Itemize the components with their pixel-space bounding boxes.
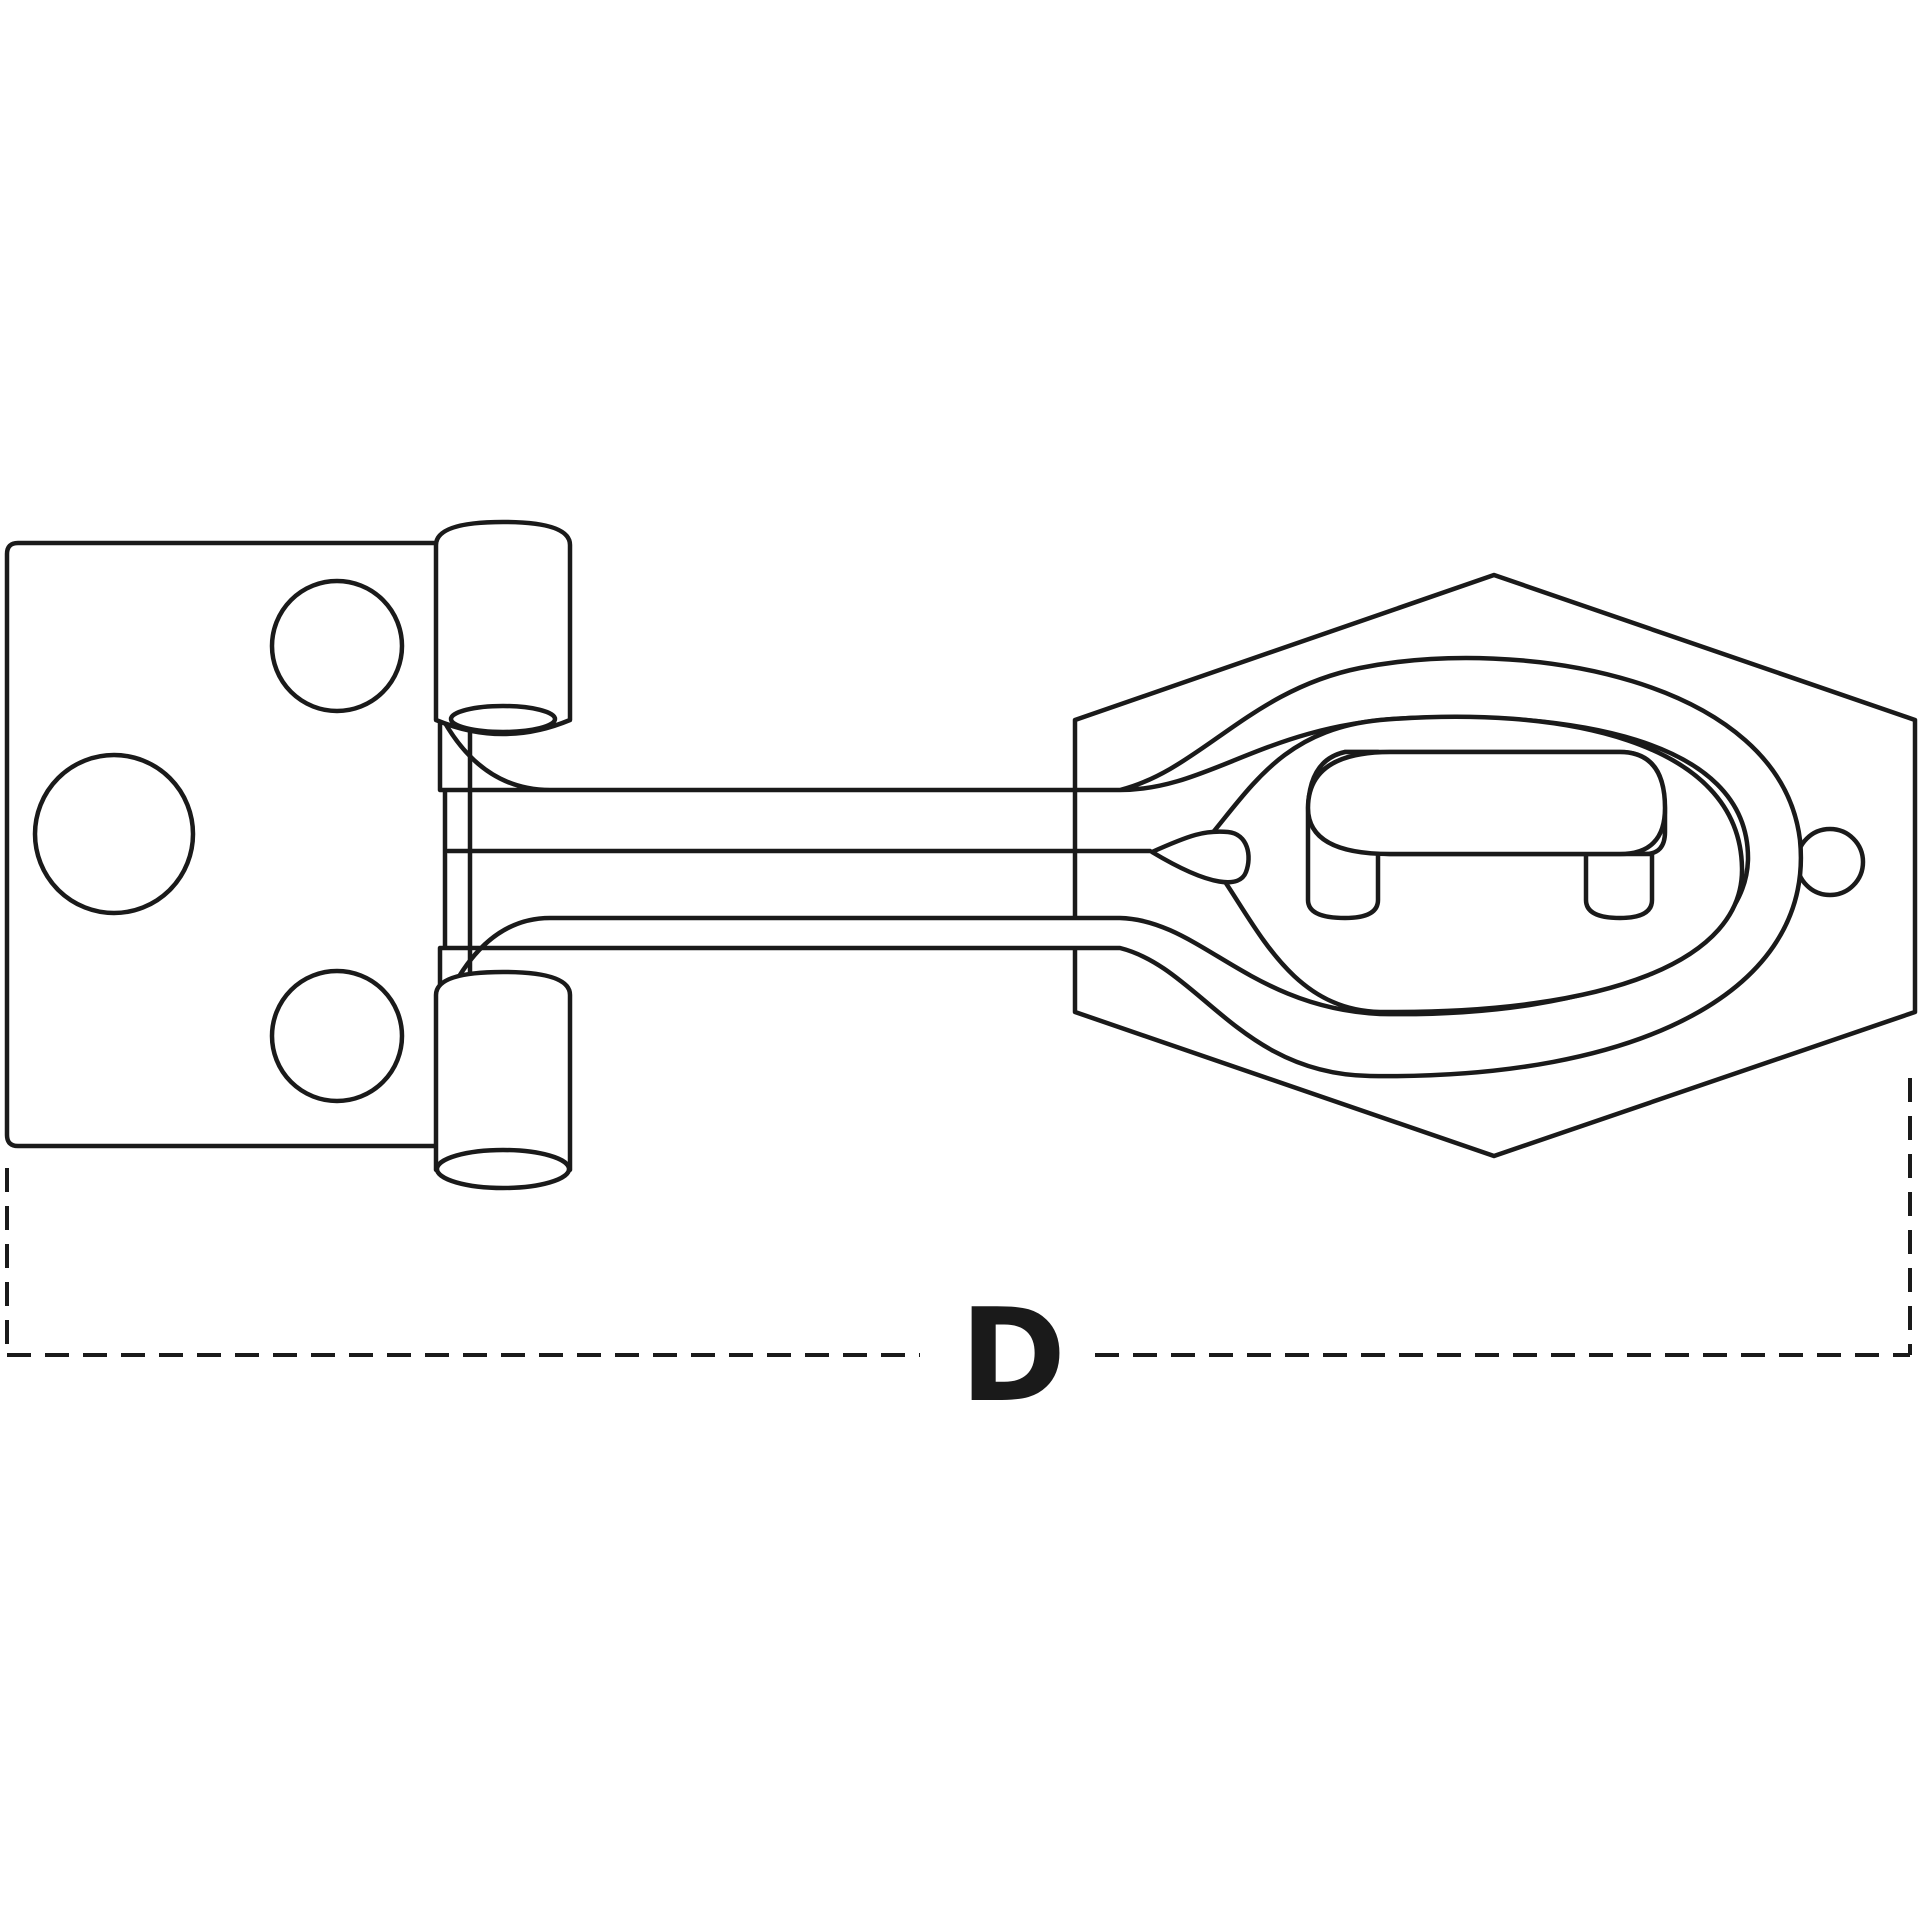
staple	[1305, 749, 1668, 921]
staple-top	[1305, 749, 1668, 857]
screw-hole-top	[269, 578, 405, 714]
hinge-knuckle-bottom-end	[434, 1147, 572, 1191]
dimension-d: D	[5, 1078, 1912, 1431]
eye-shadow-left	[1149, 829, 1251, 885]
wall-plate	[4, 540, 448, 1149]
hinge-knuckle-top-end	[448, 703, 558, 735]
screw-hole-bottom	[269, 968, 405, 1104]
dimension-label: D	[960, 1282, 1066, 1431]
screw-hole-middle	[32, 752, 196, 916]
staple-leg-right	[1583, 851, 1655, 921]
hinge	[433, 519, 573, 1191]
staple-plate-rivet	[1794, 826, 1866, 898]
hinge-knuckle-top	[433, 519, 573, 737]
